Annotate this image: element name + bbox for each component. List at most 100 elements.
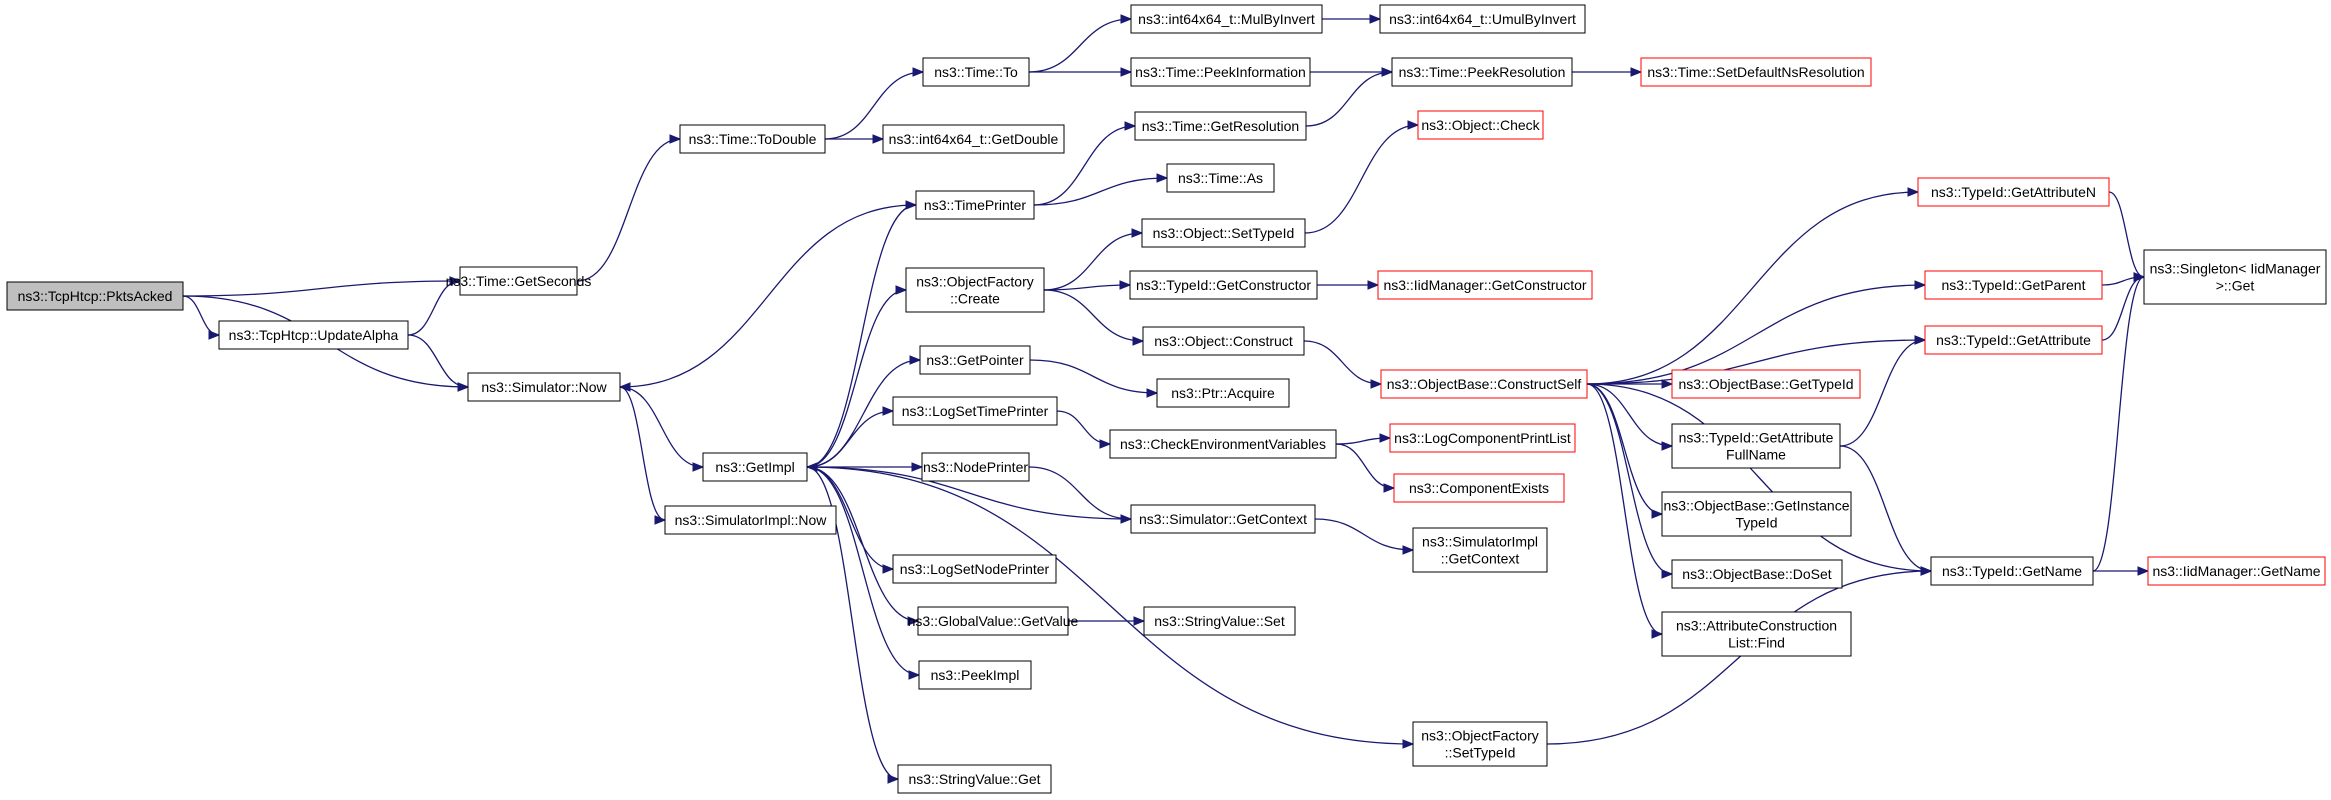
node-timeto[interactable]: ns3::Time::To (922, 57, 1030, 87)
node-objconstruct[interactable]: ns3::Object::Construct (1142, 326, 1305, 356)
edge-tidgetattrfullname-to-tidgetname (1839, 445, 1933, 576)
node-box (917, 606, 1069, 636)
edge-line (619, 386, 704, 468)
edge-line (806, 466, 1414, 745)
arrowhead (1661, 441, 1674, 451)
node-label: ns3::SimulatorImpl (1422, 534, 1538, 550)
node-nodeprinter[interactable]: ns3::NodePrinter (921, 452, 1030, 482)
node-setdefaultns[interactable]: ns3::Time::SetDefaultNsResolution (1640, 57, 1872, 87)
edge-line (1033, 125, 1136, 206)
node-componentexists[interactable]: ns3::ComponentExists (1393, 473, 1565, 503)
node-obdoset[interactable]: ns3::ObjectBase::DoSet (1671, 559, 1843, 589)
node-box (1379, 4, 1586, 34)
node-label: ::SetTypeId (1445, 745, 1516, 761)
node-box (1129, 270, 1318, 300)
node-label: ns3::GetImpl (715, 459, 794, 475)
node-box (921, 452, 1030, 482)
edge-getresolution-to-peekresolution (1305, 67, 1394, 127)
edge-tidgetname-to-singletonget (2092, 272, 2146, 572)
node-mulbyinvert[interactable]: ns3::int64x64_t::MulByInvert (1130, 4, 1323, 34)
node-getdouble[interactable]: ns3::int64x64_t::GetDouble (882, 124, 1065, 154)
node-peekimpl[interactable]: ns3::PeekImpl (918, 660, 1032, 690)
node-label: ns3::ObjectBase::ConstructSelf (1387, 376, 1582, 392)
arrowhead (618, 382, 631, 392)
node-getresolution[interactable]: ns3::Time::GetResolution (1134, 111, 1307, 141)
edge-line (824, 71, 924, 140)
node-box (905, 267, 1045, 313)
node-label: ns3::Time::ToDouble (689, 131, 817, 147)
node-simgetcontext[interactable]: ns3::Simulator::GetContext (1130, 504, 1316, 534)
node-peekresolution[interactable]: ns3::Time::PeekResolution (1391, 57, 1573, 87)
node-label: ns3::Object::Construct (1154, 333, 1293, 349)
node-box (1393, 473, 1565, 503)
node-singletonget[interactable]: ns3::Singleton< IidManager>::Get (2143, 249, 2327, 305)
node-ptracquire[interactable]: ns3::Ptr::Acquire (1156, 378, 1290, 408)
node-objfactsettypeid[interactable]: ns3::ObjectFactory::SetTypeId (1412, 721, 1548, 767)
node-logcompprintlist[interactable]: ns3::LogComponentPrintList (1389, 423, 1576, 453)
node-getseconds[interactable]: ns3::Time::GetSeconds (446, 266, 592, 296)
node-label: ns3::ComponentExists (1409, 480, 1549, 496)
node-peekinfo[interactable]: ns3::Time::PeekInformation (1130, 57, 1311, 87)
node-umulbyinvert[interactable]: ns3::int64x64_t::UmulByInvert (1379, 4, 1586, 34)
node-tidgetconstructor[interactable]: ns3::TypeId::GetConstructor (1129, 270, 1318, 300)
node-timeas[interactable]: ns3::Time::As (1166, 163, 1275, 193)
node-svget[interactable]: ns3::StringValue::Get (897, 764, 1052, 794)
arrowhead (805, 462, 818, 472)
node-tidgetparent[interactable]: ns3::TypeId::GetParent (1924, 270, 2103, 300)
node-iidgetname[interactable]: ns3::IidManager::GetName (2147, 556, 2326, 586)
node-timeprinter[interactable]: ns3::TimePrinter (915, 190, 1035, 220)
node-objcheck[interactable]: ns3::Object::Check (1417, 110, 1544, 140)
node-getimpl[interactable]: ns3::GetImpl (702, 452, 808, 482)
edge-getimpl-to-peekimpl (806, 466, 921, 680)
arrowhead (895, 285, 908, 295)
node-simimplnow[interactable]: ns3::SimulatorImpl::Now (664, 505, 837, 535)
node-svset[interactable]: ns3::StringValue::Set (1143, 606, 1296, 636)
node-box (1141, 218, 1306, 248)
node-tidgetattributen[interactable]: ns3::TypeId::GetAttributeN (1917, 177, 2110, 207)
node-box (664, 505, 837, 535)
arrowhead (457, 382, 470, 392)
node-label: ns3::int64x64_t::MulByInvert (1138, 11, 1315, 27)
node-box (1661, 611, 1852, 657)
edge-tidgetconstructor-to-iidgetconstructor (1317, 280, 1380, 290)
arrowhead (1120, 14, 1133, 24)
node-simimplgetcontext[interactable]: ns3::SimulatorImpl::GetContext (1412, 527, 1548, 573)
arrowhead (1661, 379, 1674, 389)
arrowhead (1131, 228, 1144, 238)
edge-pktsacked-to-updatealpha (182, 295, 221, 340)
node-label: ns3::TypeId::GetAttribute (1679, 430, 1834, 446)
node-todouble[interactable]: ns3::Time::ToDouble (679, 124, 826, 154)
edge-constructself-to-tidgetparent (1586, 280, 1927, 385)
node-objfactcreate[interactable]: ns3::ObjectFactory::Create (905, 267, 1045, 313)
node-checkenv[interactable]: ns3::CheckEnvironmentVariables (1109, 429, 1337, 459)
edge-nodeprinter-to-simgetcontext (1028, 466, 1133, 524)
arrowhead (1367, 280, 1380, 290)
edge-peekinfo-to-peekresolution (1310, 67, 1394, 77)
node-box (6, 281, 184, 311)
node-obgettypeid[interactable]: ns3::ObjectBase::GetTypeId (1671, 369, 1861, 399)
edge-simgetcontext-to-getimpl (805, 462, 1132, 520)
node-tidgetname[interactable]: ns3::TypeId::GetName (1930, 556, 2094, 586)
edge-constructself-to-obdoset (1586, 383, 1674, 579)
node-pktsacked[interactable]: ns3::TcpHtcp::PktsAcked (6, 281, 184, 311)
node-iidgetconstructor[interactable]: ns3::IidManager::GetConstructor (1377, 270, 1593, 300)
node-getpointer[interactable]: ns3::GetPointer (919, 345, 1031, 375)
node-objsettypeid[interactable]: ns3::Object::SetTypeId (1141, 218, 1306, 248)
node-logsetnodeprinter[interactable]: ns3::LogSetNodePrinter (892, 554, 1057, 584)
edge-timeprinter-to-timeas (1033, 173, 1169, 206)
node-simnow[interactable]: ns3::Simulator::Now (467, 372, 621, 402)
node-constructself[interactable]: ns3::ObjectBase::ConstructSelf (1380, 369, 1588, 399)
node-gvgetvalue[interactable]: ns3::GlobalValue::GetValue (908, 606, 1079, 636)
edge-line (806, 289, 907, 468)
arrowhead (654, 515, 667, 525)
node-updatealpha[interactable]: ns3::TcpHtcp::UpdateAlpha (218, 320, 409, 350)
arrowhead (1907, 187, 1920, 197)
node-logsettimeprinter[interactable]: ns3::LogSetTimePrinter (892, 396, 1058, 426)
edge-line (1305, 71, 1393, 127)
node-tidgetattribute[interactable]: ns3::TypeId::GetAttribute (1924, 325, 2103, 355)
arrowhead (882, 564, 895, 574)
node-label: ns3::TcpHtcp::PktsAcked (18, 288, 173, 304)
